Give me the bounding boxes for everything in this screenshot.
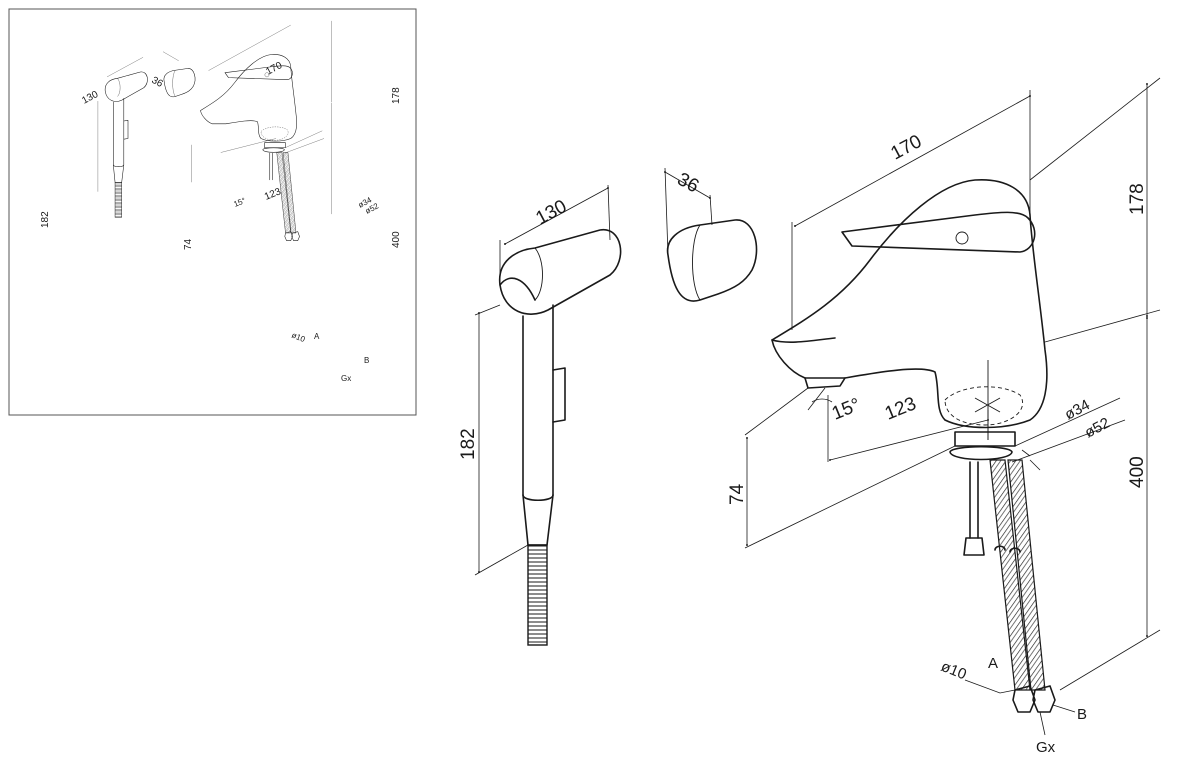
- main-drawing: 170 178 130 36 182 123 15° ø34 ø52 74 40…: [458, 77, 1161, 756]
- thumb-label-36: 36: [150, 75, 165, 90]
- lever-knob: [666, 219, 758, 302]
- thumb-label-thread: Gx: [341, 374, 351, 383]
- thumb-label-15deg: 15°: [232, 196, 247, 209]
- label-123: 123: [882, 393, 919, 424]
- label-182: 182: [458, 428, 479, 460]
- label-178: 178: [1127, 183, 1148, 215]
- label-dia52: ø52: [1082, 414, 1113, 441]
- label-74: 74: [727, 483, 748, 505]
- thumb-label-74: 74: [183, 238, 194, 250]
- label-170: 170: [887, 131, 925, 164]
- label-36: 36: [674, 169, 703, 197]
- label-port-b: B: [1077, 706, 1087, 723]
- label-dia10: ø10: [939, 658, 969, 683]
- label-400: 400: [1127, 456, 1148, 488]
- dimension-labels: 170 178 130 36 182 123 15° ø34 ø52 74 40…: [458, 131, 1148, 756]
- thumbnail-drawing: [97, 20, 332, 241]
- thumb-label-400: 400: [391, 231, 402, 248]
- thumbnail-inset: 170 178 130 36 182 123 15° ø34 ø52 74 40…: [8, 8, 417, 416]
- thumb-label-port-b: B: [364, 356, 369, 365]
- mixer-body: [771, 179, 1056, 713]
- label-15deg: 15°: [829, 394, 864, 424]
- thumb-label-port-a: A: [314, 332, 320, 341]
- hand-shower: [498, 229, 622, 646]
- label-130: 130: [532, 196, 570, 229]
- dimension-lines: [474, 77, 1161, 736]
- thumb-label-178: 178: [391, 87, 402, 104]
- label-port-a: A: [988, 655, 998, 672]
- thumb-label-182: 182: [40, 211, 51, 228]
- label-thread: Gx: [1036, 739, 1056, 756]
- label-dia34: ø34: [1062, 396, 1093, 423]
